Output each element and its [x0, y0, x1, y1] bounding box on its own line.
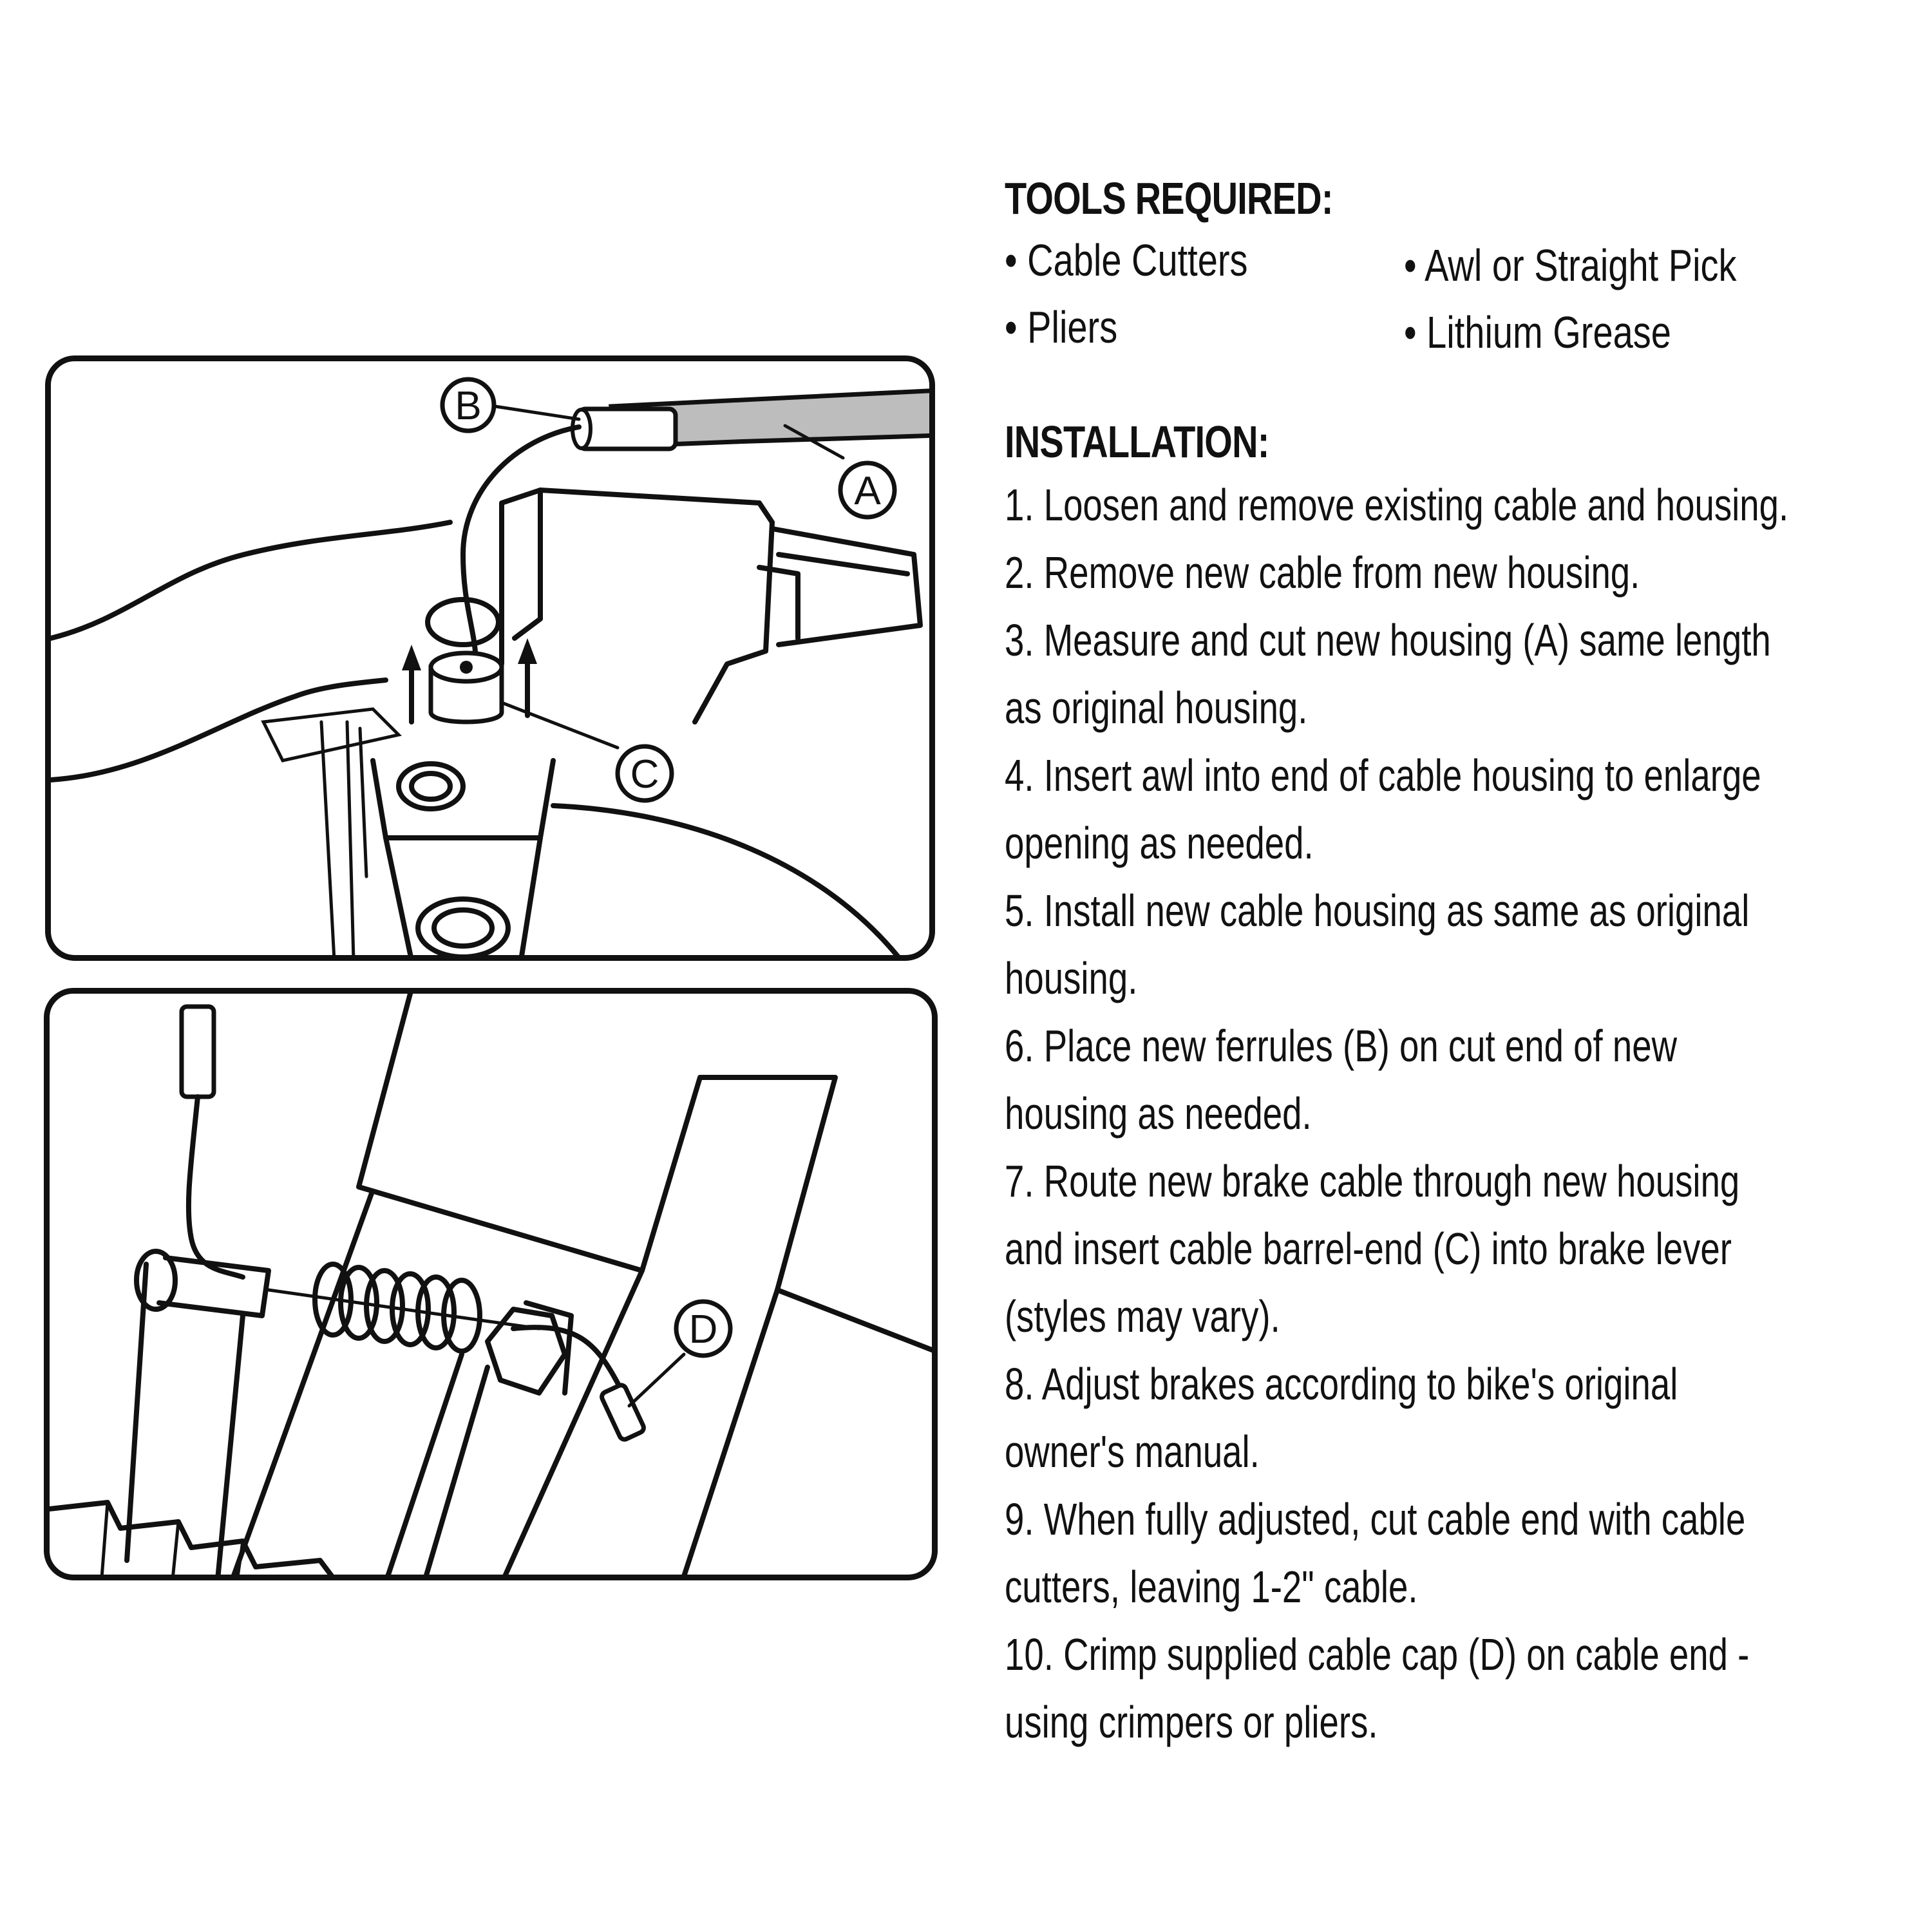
- ferrule: [576, 406, 678, 451]
- installation-step: 1. Loosen and remove existing cable and …: [1005, 471, 1789, 539]
- leader-d: [627, 1352, 686, 1408]
- step-line: 10. Crimp supplied cable cap (D) on cabl…: [1005, 1629, 1750, 1680]
- arrow-left-head: [402, 645, 421, 670]
- step-line: 9. When fully adjusted, cut cable end wi…: [1005, 1494, 1746, 1544]
- installation-step: 7. Route new brake cable through new hou…: [1005, 1148, 1740, 1350]
- installation-step: 4. Insert awl into end of cable housing …: [1005, 742, 1761, 877]
- leader-a: [783, 424, 845, 460]
- handlebar-bottom-edge: [51, 677, 388, 782]
- installation-step: 9. When fully adjusted, cut cable end wi…: [1005, 1486, 1746, 1621]
- lever-body: [499, 488, 775, 724]
- callout-b-circle: [440, 377, 497, 433]
- step-line: 5. Install new cable housing as same as …: [1005, 886, 1750, 936]
- brake-wires: [319, 720, 368, 955]
- step-line: 4. Insert awl into end of cable housing …: [1005, 750, 1761, 800]
- arrow-right-head: [518, 638, 537, 664]
- clamp-bolt-top: [396, 761, 466, 811]
- step-line: housing as needed.: [1005, 1088, 1312, 1139]
- clamp-upper: [370, 758, 556, 840]
- return-spring: [312, 1262, 482, 1354]
- callout-c: C: [630, 752, 659, 797]
- cable-from-ferrule: [185, 1094, 245, 1280]
- step-line: cutters, leaving 1-2" cable.: [1005, 1562, 1418, 1612]
- step-line: opening as needed.: [1005, 818, 1314, 868]
- lever-hole: [425, 597, 501, 647]
- caliper-arm-end: [134, 1249, 178, 1312]
- tool-item: • Cable Cutters: [1005, 235, 1248, 285]
- step-line: 7. Route new brake cable through new hou…: [1005, 1156, 1740, 1206]
- callout-b: B: [455, 384, 481, 428]
- leader-c: [500, 701, 620, 750]
- leader-b: [493, 404, 581, 421]
- frame-edge-1: [231, 1191, 374, 1575]
- cable-end: [511, 1325, 625, 1396]
- cable-ferrule: [179, 1004, 216, 1099]
- brake-lever-drawing: B A C: [51, 377, 929, 955]
- installation-step: 5. Install new cable housing as same as …: [1005, 877, 1750, 1012]
- step-line: 8. Adjust brakes according to bike's ori…: [1005, 1359, 1678, 1409]
- clamp-bolt-bottom-inner: [431, 907, 495, 949]
- installation-steps: 1. Loosen and remove existing cable and …: [1005, 471, 1906, 1756]
- step-line: and insert cable barrel-end (C) into bra…: [1005, 1224, 1732, 1274]
- caliper-arm-right: [385, 1352, 490, 1575]
- caliper-drawing: D: [50, 994, 932, 1575]
- caliper-illustration: D: [44, 988, 938, 1580]
- wheel-arc: [551, 803, 900, 955]
- installation-step: 10. Crimp supplied cable cap (D) on cabl…: [1005, 1621, 1750, 1756]
- tool-item: • Awl or Straight Pick: [1404, 240, 1737, 290]
- installation-step: 3. Measure and cut new housing (A) same …: [1005, 607, 1771, 742]
- tools-heading: TOOLS REQUIRED:: [1005, 173, 1333, 223]
- lever-blade: [770, 526, 923, 647]
- cable-cap: [600, 1383, 646, 1442]
- installation-step: 8. Adjust brakes according to bike's ori…: [1005, 1350, 1708, 1486]
- caliper-arm-left: [215, 1313, 245, 1575]
- barrel-end-hole: [460, 661, 473, 674]
- installation-step: 6. Place new ferrules (B) on cut end of …: [1005, 1012, 1708, 1148]
- brake-cable: [460, 424, 582, 667]
- caliper-arm: [124, 1255, 271, 1563]
- anchor-bolt: [485, 1307, 567, 1396]
- step-line: housing.: [1005, 953, 1138, 1003]
- frame-edge-2: [502, 1268, 645, 1575]
- step-line: 6. Place new ferrules (B) on cut end of …: [1005, 1021, 1678, 1071]
- cable-housing: [608, 388, 929, 449]
- lever-mount: [261, 707, 402, 762]
- callout-d: D: [689, 1307, 718, 1352]
- anchor-plate: [524, 1300, 574, 1396]
- callout-c-circle: [615, 744, 674, 803]
- step-line: (styles may vary).: [1005, 1291, 1280, 1341]
- step-line: 3. Measure and cut new housing (A) same …: [1005, 615, 1771, 665]
- clamp-lower: [383, 835, 543, 955]
- tool-item: • Pliers: [1005, 302, 1118, 352]
- callout-a-circle: [838, 460, 897, 520]
- brake-pads: [50, 1500, 334, 1575]
- brake-lever-illustration: B A C: [45, 355, 935, 961]
- lever-body-edge: [512, 488, 543, 641]
- installation-step: 2. Remove new cable from new housing.: [1005, 539, 1708, 607]
- callout-d-circle: [674, 1299, 733, 1358]
- installation-heading: INSTALLATION:: [1005, 417, 1269, 467]
- step-line: 1. Loosen and remove existing cable and …: [1005, 480, 1789, 530]
- handlebar-top-edge: [51, 520, 453, 641]
- clamp-bolt-top-inner: [409, 771, 453, 802]
- frame-edge-3: [681, 1287, 780, 1575]
- callout-a: A: [854, 469, 881, 513]
- lever-pivot: [757, 565, 800, 641]
- instructions-column: TOOLS REQUIRED: • Cable Cutters • Awl or…: [1005, 173, 1906, 1756]
- step-line: 2. Remove new cable from new housing.: [1005, 547, 1640, 598]
- step-line: owner's manual.: [1005, 1426, 1260, 1477]
- step-line: as original housing.: [1005, 683, 1308, 733]
- tools-list: • Cable Cutters • Awl or Straight Pick •…: [1005, 228, 1906, 357]
- tool-item: • Lithium Grease: [1404, 307, 1671, 357]
- lever-blade-line: [776, 552, 910, 576]
- clamp-bolt-bottom: [415, 896, 511, 955]
- step-line: using crimpers or pliers.: [1005, 1697, 1378, 1747]
